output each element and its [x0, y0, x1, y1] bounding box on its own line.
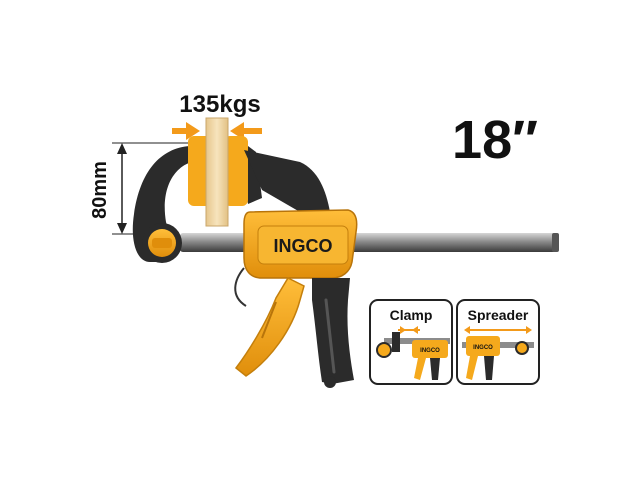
clamp-mode-brand: INGCO	[420, 348, 440, 354]
trigger-lever	[234, 277, 305, 377]
brand-logo: INGCO	[273, 236, 332, 256]
body-housing: INGCO	[243, 209, 358, 279]
clamp-arrows-icon	[398, 326, 420, 334]
steel-bar	[180, 233, 558, 252]
force-arrow-right-icon	[230, 122, 262, 140]
clamping-force-label: 135kgs	[179, 91, 260, 118]
spreader-mode-brand: INGCO	[473, 345, 493, 351]
throat-depth-label: 80mm	[89, 161, 111, 219]
handle-grip	[312, 278, 354, 384]
dimension-line-icon	[112, 142, 190, 235]
clamp-mode-label: Clamp	[390, 307, 433, 323]
clamp-mode-card: Clamp INGCO	[369, 299, 453, 385]
spreader-arrows-icon	[464, 326, 532, 334]
size-label: 18″	[452, 110, 538, 170]
wood-workpiece	[205, 117, 229, 227]
spreader-mode-label: Spreader	[468, 307, 529, 323]
force-arrow-left-icon	[172, 122, 200, 140]
spreader-mode-card: Spreader INGCO	[456, 299, 540, 385]
